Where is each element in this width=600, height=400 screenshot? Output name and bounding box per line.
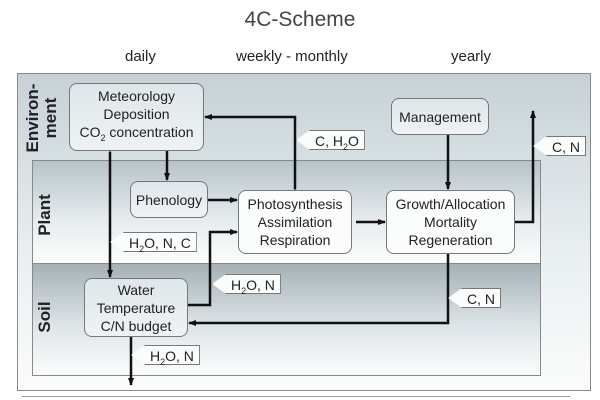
flow-tag-h2o-n-c: H2O, N, C [110, 232, 197, 252]
arrow-growth-out [514, 110, 536, 224]
arrow-meteo-photosynthesis [204, 114, 298, 196]
arrow-soil-photosynthesis [188, 229, 238, 307]
column-weekly-monthly: weekly - monthly [236, 48, 348, 65]
column-yearly: yearly [451, 48, 492, 65]
bottom-rule [22, 396, 570, 397]
phenology-box: Phenology [130, 181, 208, 218]
arrow-growth-soil [188, 253, 450, 326]
flow-tag-h2o-n-uptake: H2O, N [212, 274, 281, 294]
flow-tag-c-n-out: C, N [533, 136, 586, 156]
diagram-title: 4C-Scheme [244, 8, 356, 31]
flow-tag-c-n-litter: C, N [448, 288, 501, 308]
flow-tag-h2o-n-leaching: H2O, N [131, 345, 200, 365]
management-box: Management [391, 98, 489, 135]
flow-tag-c-h2o: C, H2O [296, 130, 365, 150]
column-daily: daily [125, 48, 156, 65]
